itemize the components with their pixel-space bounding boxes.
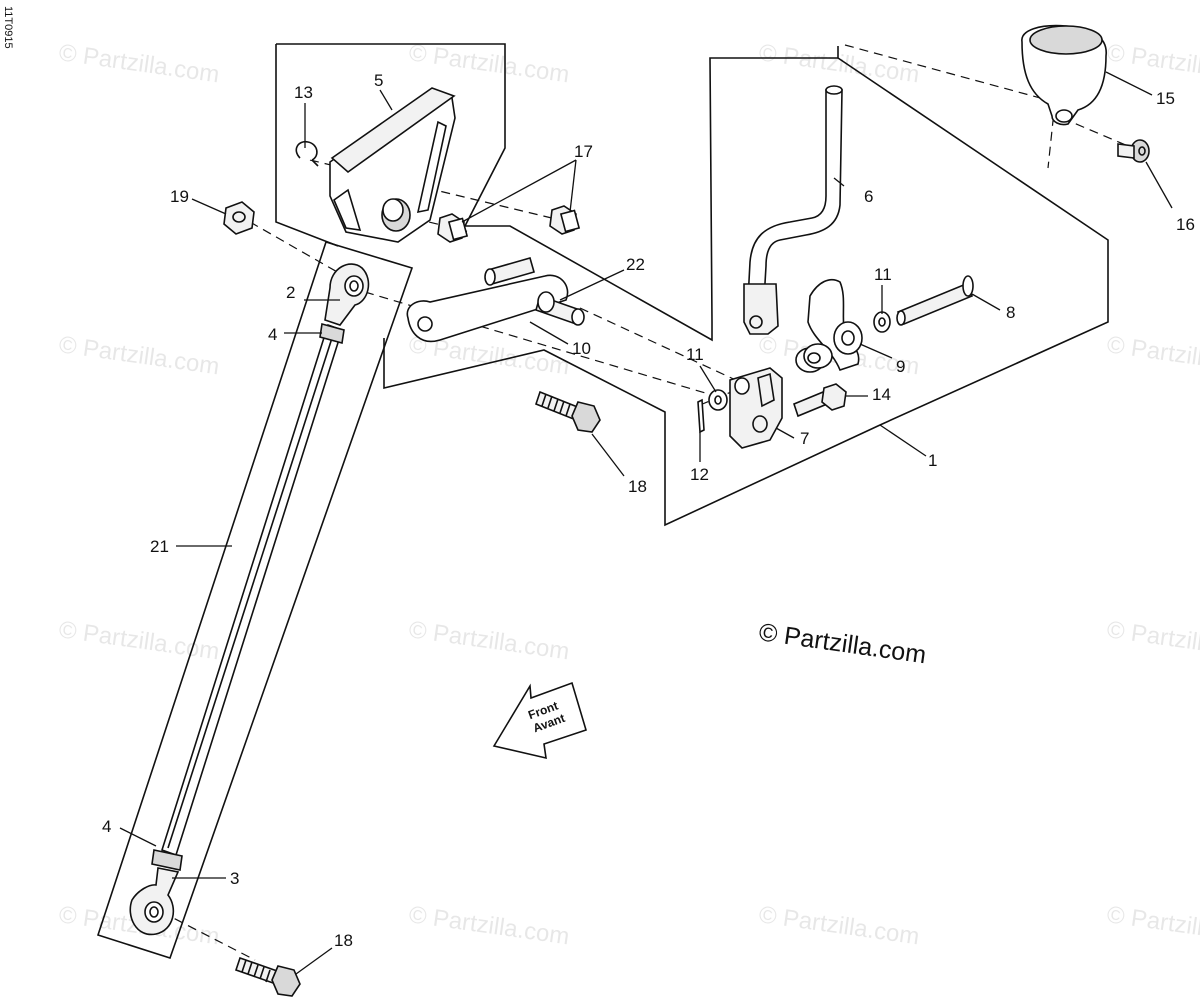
callout-7: 7 <box>800 429 809 448</box>
watermark-text: © Partzilla.com <box>57 616 221 665</box>
cotter-pin-12 <box>697 398 705 434</box>
nut-19 <box>223 201 255 235</box>
callout-4-upper: 4 <box>268 325 277 344</box>
callout-13: 13 <box>294 83 313 102</box>
callout-18-upper: 18 <box>628 477 647 496</box>
watermark-text: © Partzilla.com <box>57 331 221 380</box>
rod-end-3 <box>129 867 180 936</box>
front-direction-arrow: Front Avant <box>492 681 587 760</box>
watermark-text: © Partzilla.com <box>407 39 571 88</box>
callout-2: 2 <box>286 283 295 302</box>
direction-arrow-shape <box>492 681 587 760</box>
callout-10: 10 <box>572 339 591 358</box>
pivot-pin-8 <box>896 275 974 326</box>
outline-rod-frame <box>96 241 414 959</box>
callout-19: 19 <box>170 187 189 206</box>
callout-15: 15 <box>1156 89 1175 108</box>
callout-3: 3 <box>230 869 239 888</box>
callout-11-left: 11 <box>686 345 704 364</box>
bolt-18-lower <box>234 956 301 997</box>
assembly-outlines <box>96 43 1109 959</box>
watermark-text: © Partzilla.com <box>757 901 921 950</box>
screw-16 <box>1117 139 1150 163</box>
clip-13 <box>295 140 319 167</box>
callout-18-lower: 18 <box>334 931 353 950</box>
pivot-block-7 <box>729 367 783 449</box>
locknut-4-lower <box>151 849 183 871</box>
callout-1: 1 <box>928 451 937 470</box>
callout-17: 17 <box>574 142 593 161</box>
watermark-text: © Partzilla.com <box>57 39 221 88</box>
pin-22-a <box>484 257 535 286</box>
callout-11-right: 11 <box>874 265 892 284</box>
rod-end-2 <box>324 263 370 326</box>
callout-8: 8 <box>1006 303 1015 322</box>
outline-upper-group-left <box>275 44 339 247</box>
outline-lever-group <box>709 57 838 323</box>
knob-15 <box>1021 24 1107 126</box>
watermark-text: © Partzilla.com <box>1105 901 1200 950</box>
washer-11-right <box>873 311 891 333</box>
callout-labels: 1 2 3 4 4 5 6 7 8 9 10 11 11 12 13 14 15… <box>102 71 1195 950</box>
washer-11-left <box>708 389 728 411</box>
watermark-text: © Partzilla.com <box>1105 616 1200 665</box>
callout-6: 6 <box>864 187 873 206</box>
screw-17-b <box>549 205 581 235</box>
callout-22: 22 <box>626 255 645 274</box>
pin-22-b <box>535 291 585 326</box>
diagram-code: 11T0915 <box>2 6 14 49</box>
callout-14: 14 <box>872 385 891 404</box>
callout-9: 9 <box>896 357 905 376</box>
bracket-5 <box>329 87 456 243</box>
watermark-text: © Partzilla.com <box>1105 39 1200 88</box>
outline-lever-right <box>383 46 1109 527</box>
callout-16: 16 <box>1176 215 1195 234</box>
leader-lines <box>119 71 1173 975</box>
callout-21: 21 <box>150 537 169 556</box>
screw-17-a <box>437 213 469 243</box>
watermark-text: © Partzilla.com <box>1105 331 1200 380</box>
callout-12: 12 <box>690 465 709 484</box>
callout-5: 5 <box>374 71 383 90</box>
spring-coil <box>795 343 833 373</box>
watermark-text: © Partzilla.com <box>407 616 571 665</box>
copyright-notice: © Partzilla.com <box>757 618 928 669</box>
callout-4-lower: 4 <box>102 817 111 836</box>
shift-lever-6 <box>743 85 843 335</box>
bolt-18-upper <box>535 390 601 433</box>
watermark-text: © Partzilla.com <box>757 39 921 88</box>
bolt-14 <box>793 383 847 418</box>
shift-rod-21 <box>161 323 343 857</box>
lever-arm-10 <box>406 274 569 343</box>
dashed-lines <box>147 44 1129 961</box>
watermark-text: © Partzilla.com <box>407 901 571 950</box>
